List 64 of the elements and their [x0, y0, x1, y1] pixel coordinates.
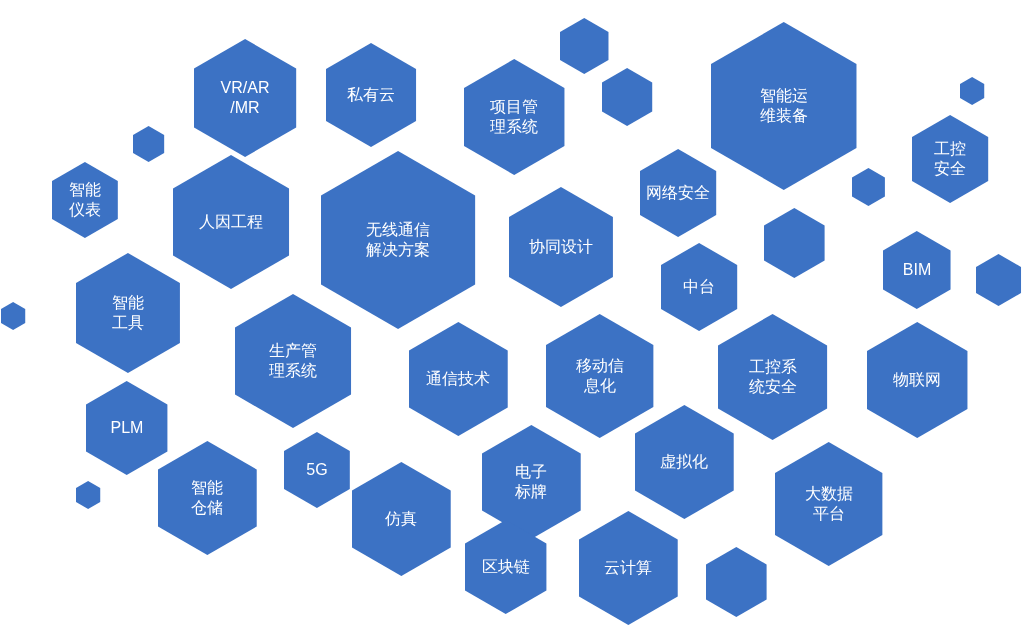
hexagon-tile	[851, 168, 885, 206]
hexagon-tile	[325, 43, 416, 147]
hexagon-tile	[157, 441, 257, 555]
topic-label: 私有云	[347, 85, 395, 105]
hexagon-tile	[634, 405, 734, 519]
hexagon-tile	[601, 68, 653, 126]
hexagon-tile	[883, 231, 951, 309]
topic-label: 智能运维装备	[759, 86, 809, 126]
hexagon-tile	[465, 520, 547, 614]
topic-label: 虚拟化	[660, 452, 708, 472]
topic-label: 生产管理系统	[268, 341, 318, 381]
hexagon-tile	[775, 442, 883, 566]
hexagon-tile	[351, 462, 451, 576]
hexagon-tile	[75, 481, 101, 509]
hexagon-tile	[763, 208, 825, 278]
hexagon-tile	[193, 39, 297, 157]
hexagon-tile	[866, 322, 968, 438]
topic-label: 网络安全	[646, 183, 710, 203]
topic-label: 智能仓储	[190, 478, 224, 518]
hexagon-tile	[959, 77, 985, 105]
topic-label: 仿真	[385, 509, 417, 529]
hexagon-tile	[911, 115, 989, 203]
hexagon-tile	[172, 155, 289, 289]
hexagon-tile	[639, 149, 717, 237]
topic-label: 通信技术	[426, 369, 490, 389]
topic-label: 无线通信解决方案	[365, 220, 431, 260]
hexagon-tile	[509, 187, 613, 307]
topic-label: 智能工具	[111, 293, 145, 333]
topic-label: 人因工程	[199, 212, 263, 232]
topic-label: PLM	[110, 418, 144, 438]
hexagon-tile	[284, 432, 350, 508]
topic-label: 5G	[306, 460, 328, 480]
topic-label: VR/AR/MR	[219, 78, 271, 118]
topic-label: BIM	[902, 260, 932, 280]
hexagon-tile	[718, 314, 828, 440]
hexagon-tile	[76, 253, 180, 373]
topic-label: 移动信息化	[575, 356, 625, 396]
hexagon-tile	[86, 381, 168, 475]
hexagon-tile	[705, 547, 767, 617]
hexagon-tile	[711, 22, 857, 190]
hexagon-tile	[133, 126, 165, 162]
topic-label: 区块链	[482, 557, 530, 577]
topic-label: 协同设计	[529, 237, 593, 257]
hexagon-tile	[559, 18, 609, 74]
topic-label: 智能仪表	[68, 180, 102, 220]
hexagon-tile	[234, 294, 351, 428]
topic-label: 物联网	[893, 370, 941, 390]
hexagon-tile	[52, 162, 118, 238]
topic-label: 工控系统安全	[748, 357, 798, 397]
hexagon-tile	[660, 243, 738, 331]
topic-label: 大数据平台	[804, 484, 854, 524]
topic-label: 项目管理系统	[489, 97, 539, 137]
hexagon-tile	[0, 302, 26, 330]
topic-label: 工控安全	[933, 139, 967, 179]
hexagon-tile	[408, 322, 508, 436]
hexagon-tile	[320, 151, 476, 329]
topic-label: 中台	[683, 277, 715, 297]
hexagon-tile	[546, 314, 654, 438]
hexagon-tile	[463, 59, 565, 175]
topic-label: 云计算	[604, 558, 652, 578]
hexagon-tile	[481, 425, 581, 539]
hexagon-tile	[976, 254, 1022, 306]
topic-label: 电子标牌	[514, 462, 548, 502]
hexagon-tile	[578, 511, 678, 625]
